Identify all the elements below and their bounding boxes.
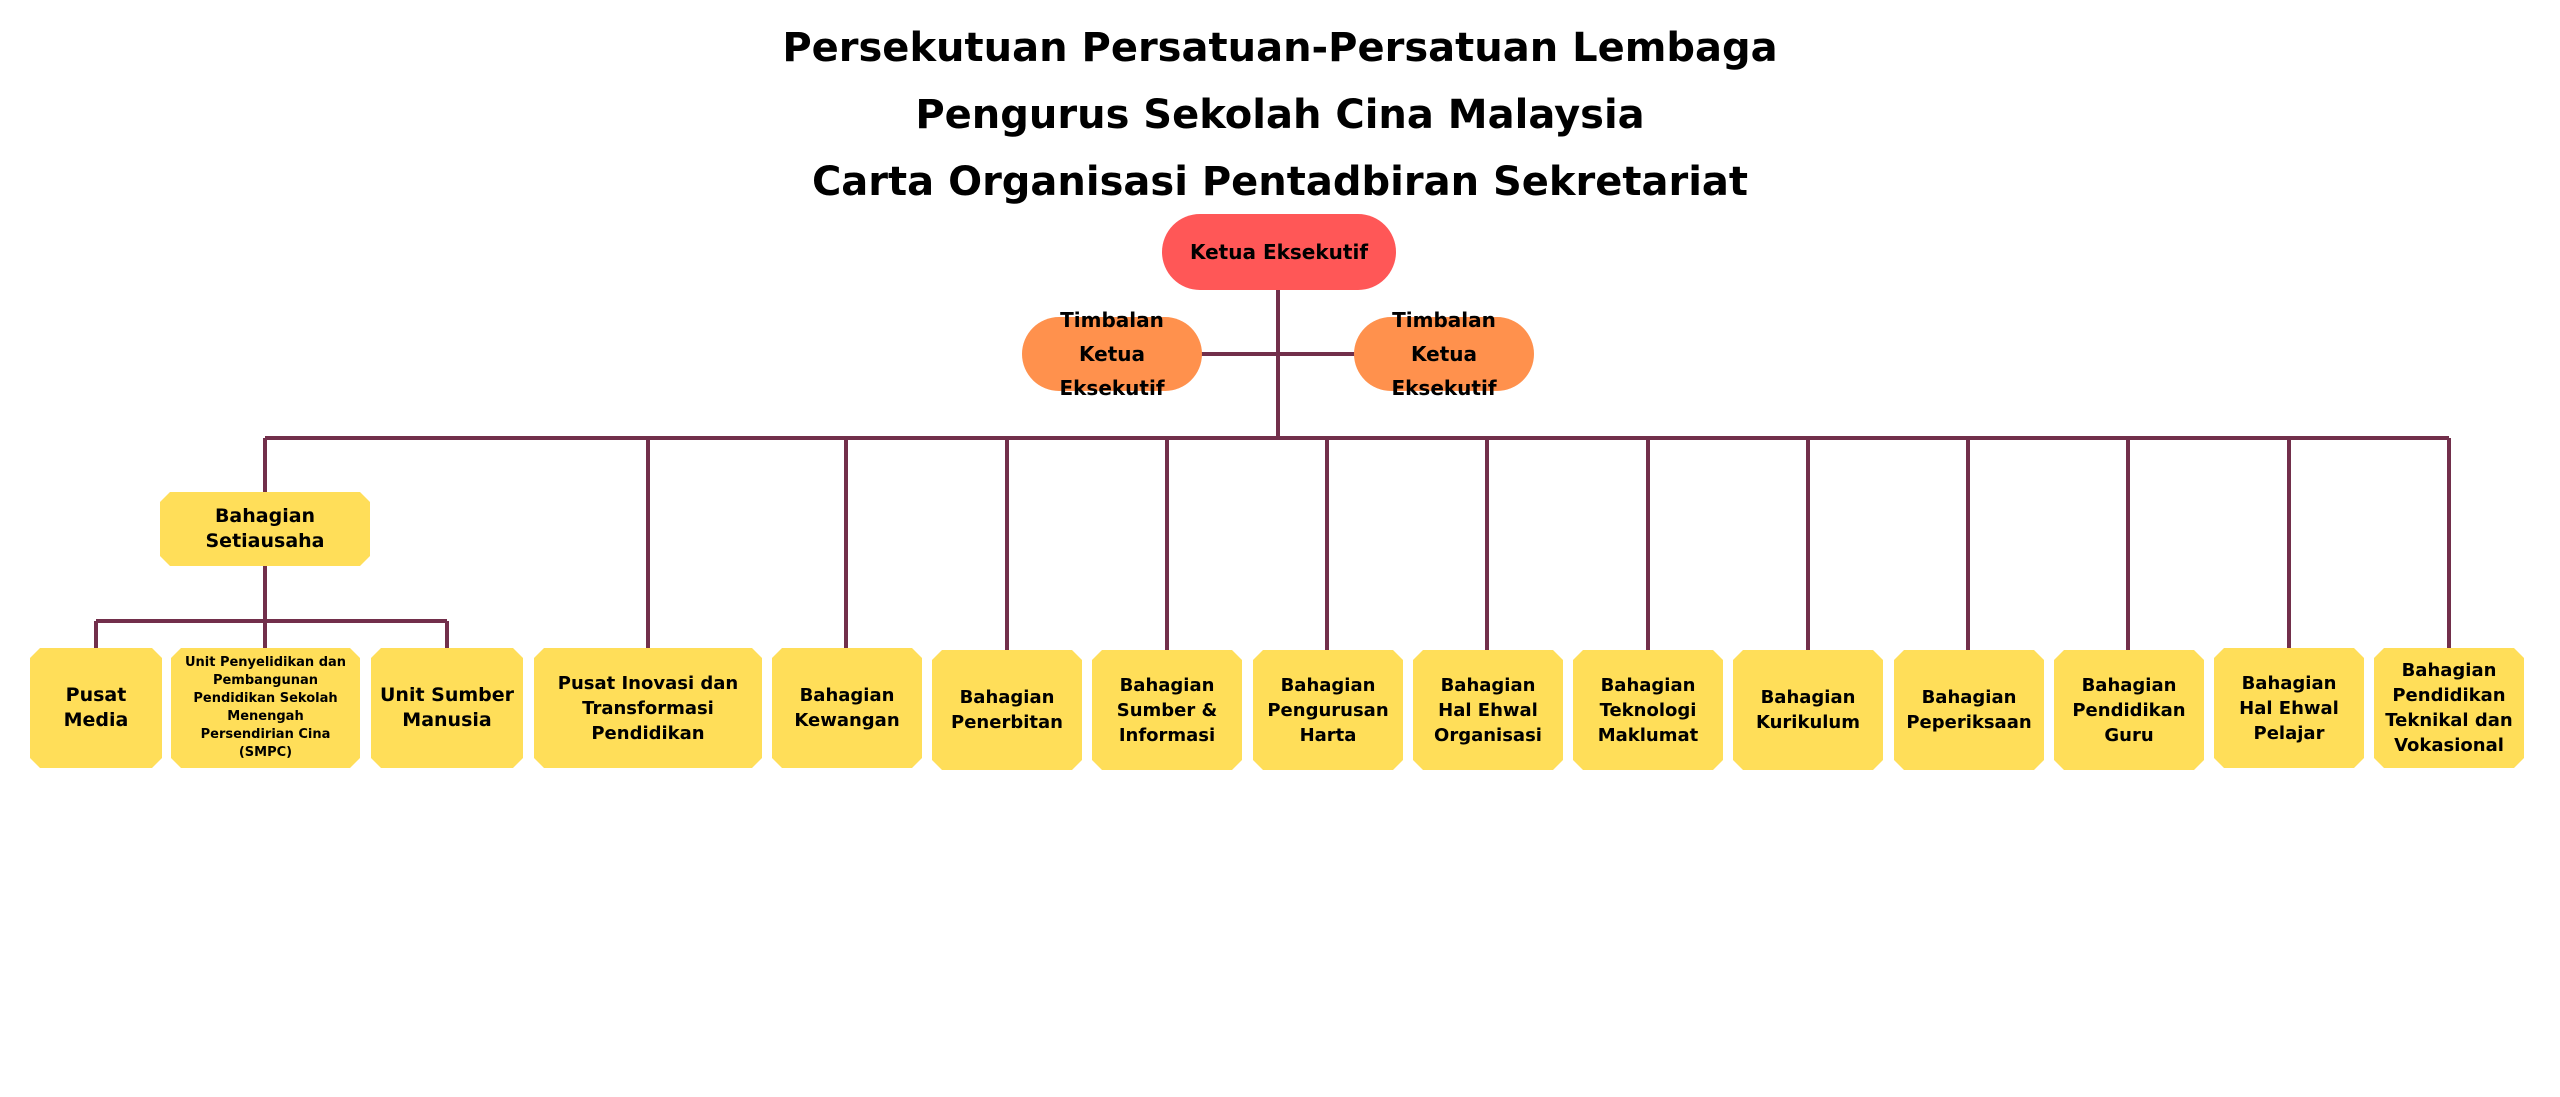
node-bahagian-kewangan: Bahagian Kewangan [772, 648, 922, 768]
node-timbalan-ketua-right: Timbalan Ketua Eksekutif [1354, 308, 1534, 400]
chart-title-line-1: Persekutuan Persatuan-Persatuan Lembaga [782, 25, 1778, 71]
node-bahagian-sumber-informasi: Bahagian Sumber & Informasi [1092, 650, 1242, 770]
node-bahagian-teknikal-vokasional: Bahagian Pendidikan Teknikal dan Vokasio… [2374, 648, 2524, 768]
node-pusat-media: Pusat Media [30, 648, 162, 768]
node-bahagian-pendidikan-guru: Bahagian Pendidikan Guru [2054, 650, 2204, 770]
node-pusat-inovasi: Pusat Inovasi dan Transformasi Pendidika… [534, 648, 762, 768]
node-bahagian-pengurusan-harta: Bahagian Pengurusan Harta [1253, 650, 1403, 770]
chart-title-line-3: Carta Organisasi Pentadbiran Sekretariat [811, 159, 1749, 205]
node-ketua-eksekutif: Ketua Eksekutif [1162, 214, 1396, 290]
node-timbalan-ketua-left: Timbalan Ketua Eksekutif [1022, 308, 1202, 400]
node-bahagian-setiausaha: Bahagian Setiausaha [160, 492, 370, 566]
node-unit-sumber-manusia: Unit Sumber Manusia [371, 648, 523, 768]
node-unit-penyelidikan: Unit Penyelidikan dan Pembangunan Pendid… [171, 648, 360, 768]
node-bahagian-kurikulum: Bahagian Kurikulum [1733, 650, 1883, 770]
chart-title-line-2: Pengurus Sekolah Cina Malaysia [915, 92, 1645, 138]
node-bahagian-hal-ehwal-pelajar: Bahagian Hal Ehwal Pelajar [2214, 648, 2364, 768]
node-bahagian-hal-ehwal-organisasi: Bahagian Hal Ehwal Organisasi [1413, 650, 1563, 770]
node-bahagian-penerbitan: Bahagian Penerbitan [932, 650, 1082, 770]
node-bahagian-teknologi-maklumat: Bahagian Teknologi Maklumat [1573, 650, 1723, 770]
node-bahagian-peperiksaan: Bahagian Peperiksaan [1894, 650, 2044, 770]
